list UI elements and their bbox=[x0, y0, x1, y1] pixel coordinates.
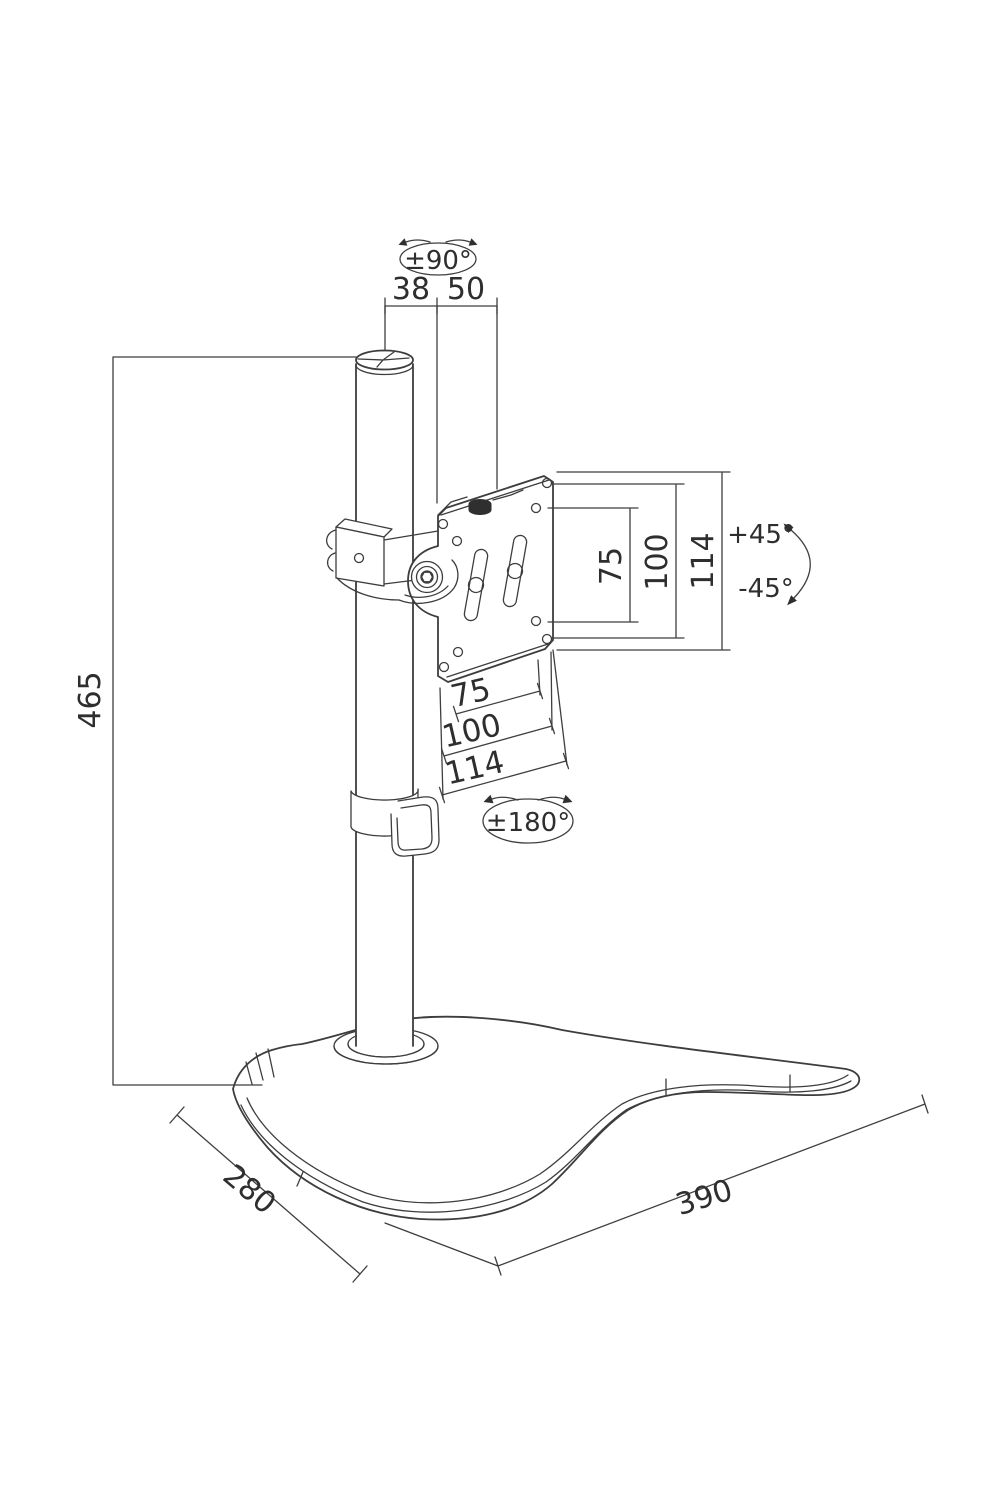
pole-side-lines bbox=[355, 363, 414, 1047]
rotation-top-ellipse bbox=[399, 242, 477, 276]
vesa-hole bbox=[530, 615, 542, 627]
knob-bracket-tab bbox=[437, 489, 524, 516]
tilt-knob bbox=[468, 499, 492, 515]
pole-cap-rim bbox=[355, 364, 414, 376]
vesa-slot-right bbox=[502, 534, 528, 608]
vesa-h-100-line bbox=[440, 717, 556, 765]
base-bevel-line-1 bbox=[246, 1074, 849, 1204]
rotation-mid-right-arrowhead bbox=[562, 794, 573, 804]
label-base-depth: 280 bbox=[216, 1158, 282, 1222]
dim-vesa-vertical: 75 100 114 bbox=[547, 471, 731, 651]
vesa-holes bbox=[437, 477, 553, 673]
vesa-hole bbox=[541, 633, 553, 645]
dim-tilt: +45° -45° bbox=[727, 520, 811, 606]
pole-cap-spokes bbox=[357, 351, 410, 368]
top-width-extension-lines bbox=[384, 305, 498, 504]
vesa-hole bbox=[438, 661, 450, 673]
rotation-mid-ellipse bbox=[482, 798, 574, 844]
base-outline bbox=[232, 1015, 861, 1221]
vesa-v-114-bracket bbox=[556, 471, 731, 651]
clamp-front-plate bbox=[335, 526, 385, 587]
base-width-dim-line bbox=[494, 1094, 929, 1276]
vesa-h-114-line bbox=[438, 752, 570, 804]
pole bbox=[333, 349, 439, 1065]
dim-rotation-top: ±90° bbox=[398, 238, 478, 276]
pole-body bbox=[356, 364, 413, 1048]
dim-height-465: 465 bbox=[73, 356, 357, 1086]
vesa-hole bbox=[530, 502, 542, 514]
vesa-v-100-bracket bbox=[551, 483, 685, 639]
rotation-mid-arrow-arcs bbox=[491, 796, 565, 801]
vesa-hole bbox=[541, 477, 553, 489]
label-top-width-left: 38 bbox=[392, 272, 430, 307]
tilt-arrow-arc bbox=[790, 529, 811, 599]
vesa-h-75-line bbox=[452, 682, 544, 723]
vesa-hole bbox=[451, 535, 463, 547]
pivot-bolt-head bbox=[415, 565, 439, 589]
clamp-screw-hole bbox=[353, 552, 365, 564]
pivot-bolt-hex bbox=[420, 571, 434, 583]
label-tilt-down: -45° bbox=[738, 574, 793, 604]
vesa-plate-fold-lines bbox=[440, 479, 550, 678]
tilt-arrowhead-down bbox=[787, 595, 797, 606]
collar-front-arcs bbox=[333, 1043, 439, 1065]
vesa-slot-right-bulge bbox=[506, 562, 524, 580]
cable-clip-hook-inner bbox=[396, 804, 433, 851]
label-vesa-v-middle: 100 bbox=[640, 533, 675, 590]
height-dim-lines bbox=[112, 356, 357, 1086]
base bbox=[232, 1015, 861, 1267]
vesa-slots bbox=[463, 534, 528, 622]
cable-clip bbox=[350, 788, 440, 857]
base-panel-ticks bbox=[296, 1074, 791, 1187]
dim-rotation-mid: ±180° bbox=[482, 794, 574, 844]
tilt-arrowhead-up bbox=[783, 523, 794, 533]
clamp-hinge-knuckles bbox=[326, 529, 337, 572]
label-rotation-mid: ±180° bbox=[486, 808, 570, 838]
vesa-hole bbox=[452, 646, 464, 658]
vesa-hole bbox=[437, 518, 449, 530]
rotation-mid-left-arrowhead bbox=[483, 794, 494, 804]
label-pole-height: 465 bbox=[73, 671, 108, 728]
tilt-bracket-curve bbox=[398, 559, 459, 604]
label-rotation-top: ±90° bbox=[404, 246, 472, 276]
base-foot-facets bbox=[245, 1048, 275, 1085]
base-depth-dim-line bbox=[169, 1106, 368, 1283]
rotation-top-left-arrowhead bbox=[398, 238, 408, 246]
label-vesa-v-inner: 75 bbox=[594, 547, 629, 585]
clamp-assembly bbox=[326, 518, 459, 604]
vesa-v-75-bracket bbox=[547, 507, 639, 623]
base-bevel-line-2 bbox=[240, 1080, 852, 1213]
base-front-edge-extension bbox=[384, 1222, 499, 1267]
label-tilt-up: +45° bbox=[727, 520, 795, 550]
rotation-top-right-arrowhead bbox=[468, 238, 478, 246]
dim-top-widths: 38 50 bbox=[384, 272, 498, 504]
label-vesa-v-outer: 114 bbox=[686, 532, 721, 589]
vesa-h-extension-lines bbox=[439, 649, 568, 800]
vesa-slot-left bbox=[463, 548, 489, 622]
rotation-top-arrow-arcs bbox=[405, 239, 471, 243]
label-top-width-right: 50 bbox=[447, 272, 485, 307]
label-vesa-h-inner: 75 bbox=[447, 671, 494, 715]
clamp-lower-jaw bbox=[336, 577, 400, 601]
label-base-width: 390 bbox=[672, 1173, 737, 1223]
cable-clip-hook-outer bbox=[390, 796, 440, 857]
dim-vesa-horizontal: 75 100 114 bbox=[438, 649, 570, 804]
vesa-plate bbox=[407, 475, 554, 683]
vesa-slot-left-bulge bbox=[467, 576, 485, 594]
